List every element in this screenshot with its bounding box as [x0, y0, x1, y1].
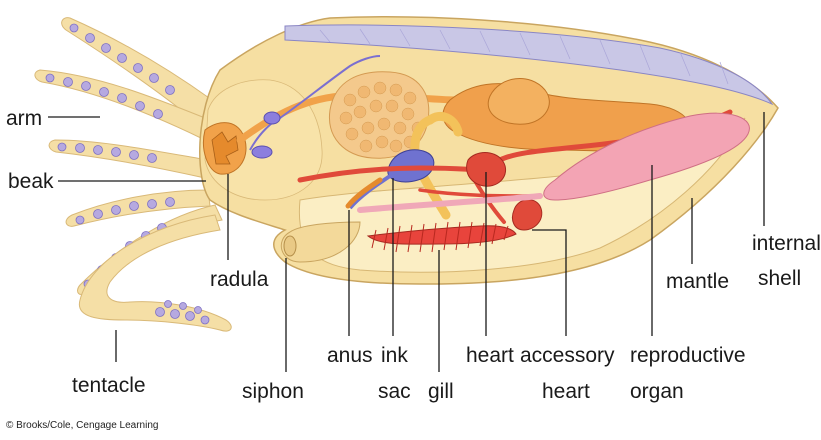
label-sac: sac: [378, 380, 411, 403]
label-shell: shell: [758, 267, 801, 290]
label-beak: beak: [8, 170, 54, 193]
label-tentacle: tentacle: [72, 374, 146, 397]
label-arm: arm: [6, 107, 42, 130]
label-accessory: accessory: [520, 344, 615, 367]
copyright-credit: © Brooks/Cole, Cengage Learning: [6, 420, 158, 431]
label-gill: gill: [428, 380, 454, 403]
label-organ: organ: [630, 380, 684, 403]
label-accessory-heart: heart: [542, 380, 590, 403]
label-mantle: mantle: [666, 270, 729, 293]
tentacle-shape: [79, 215, 231, 331]
label-siphon: siphon: [242, 380, 304, 403]
label-heart: heart: [466, 344, 514, 367]
label-internal: internal: [752, 232, 821, 255]
label-ink: ink: [381, 344, 408, 367]
label-radula: radula: [210, 268, 269, 291]
label-reproductive: reproductive: [630, 344, 746, 367]
label-anus: anus: [327, 344, 373, 367]
